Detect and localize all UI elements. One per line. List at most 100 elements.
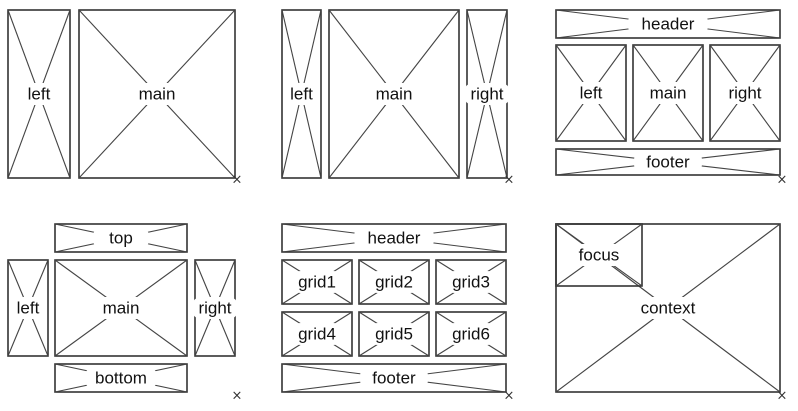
box-label: header: [354, 227, 434, 249]
label-background: [634, 151, 702, 173]
label-background: [446, 323, 496, 345]
box-outline: [328, 9, 460, 179]
label-background: [642, 82, 694, 104]
box-label: grid1: [292, 271, 342, 293]
box-outline: [555, 223, 781, 393]
label-text: left: [290, 85, 313, 104]
label-background: [10, 297, 46, 319]
box-label: main: [93, 297, 149, 319]
label-text: top: [109, 229, 133, 248]
label-text: grid2: [375, 273, 413, 292]
box-label: main: [363, 83, 425, 105]
label-text: right: [728, 84, 761, 103]
label-background: [93, 297, 149, 319]
label-text: footer: [646, 153, 690, 172]
corner-x-mark: ×: [232, 389, 243, 404]
label-background: [464, 83, 510, 105]
label-background: [446, 271, 496, 293]
label-background: [570, 82, 612, 104]
label-text: grid5: [375, 325, 413, 344]
box-label: left: [570, 82, 612, 104]
box-label: right: [192, 297, 238, 319]
box-outline: [281, 223, 507, 253]
corner-x-mark: ×: [504, 173, 515, 188]
label-text: grid4: [298, 325, 336, 344]
box-label: left: [10, 297, 46, 319]
label-text: left: [17, 299, 40, 318]
label-text: grid3: [452, 273, 490, 292]
label-text: left: [580, 84, 603, 103]
layout-panel-5: header grid1 grid2 grid3 grid4 grid5 grid6 foot…: [281, 223, 515, 404]
corner-x-mark: ×: [504, 389, 515, 404]
label-text: main: [650, 84, 687, 103]
label-background: [628, 13, 708, 35]
box-outline: [281, 363, 507, 393]
box-label: footer: [634, 151, 702, 173]
label-text: main: [376, 85, 413, 104]
label-background: [363, 83, 425, 105]
box-outline: [555, 44, 627, 142]
corner-x-mark: ×: [777, 389, 788, 404]
label-background: [126, 83, 188, 105]
box-outline: [281, 9, 322, 179]
box-label: grid4: [292, 323, 342, 345]
label-background: [722, 82, 768, 104]
box-label: grid2: [369, 271, 419, 293]
label-text: main: [103, 299, 140, 318]
label-background: [360, 367, 428, 389]
label-background: [283, 83, 320, 105]
box-outline: [555, 9, 781, 39]
box-label: right: [722, 82, 768, 104]
label-text: bottom: [95, 369, 147, 388]
box-outline: [54, 259, 188, 357]
box-label: grid3: [446, 271, 496, 293]
box-label: left: [283, 83, 320, 105]
box-outline: [7, 259, 49, 357]
label-background: [292, 323, 342, 345]
box-outline: [435, 259, 507, 305]
box-label: main: [642, 82, 694, 104]
box-label: right: [464, 83, 510, 105]
label-background: [93, 227, 149, 249]
box-label: footer: [360, 367, 428, 389]
box-outline: [358, 259, 430, 305]
box-outline: [709, 44, 781, 142]
label-text: header: [368, 229, 421, 248]
label-background: [369, 323, 419, 345]
box-outline: [54, 223, 188, 253]
box-outline: [358, 311, 430, 357]
box-label: bottom: [85, 367, 157, 389]
layout-panel-6: context focus ×: [555, 223, 788, 404]
box-label: focus: [570, 244, 628, 266]
box-outline: [54, 363, 188, 393]
box-outline: [555, 223, 643, 287]
label-background: [354, 227, 434, 249]
label-background: [369, 271, 419, 293]
label-text: grid1: [298, 273, 336, 292]
label-background: [19, 83, 59, 105]
box-label: main: [126, 83, 188, 105]
label-text: footer: [372, 369, 416, 388]
box-outline: [435, 311, 507, 357]
label-background: [629, 297, 707, 319]
corner-x-mark: ×: [232, 173, 243, 188]
label-background: [570, 244, 628, 266]
label-text: main: [139, 85, 176, 104]
box-outline: [78, 9, 236, 179]
box-label: grid6: [446, 323, 496, 345]
label-text: header: [642, 15, 695, 34]
label-background: [292, 271, 342, 293]
layout-panel-4: top left main right bottom ×: [7, 223, 243, 404]
label-text: grid6: [452, 325, 490, 344]
label-text: context: [641, 299, 696, 318]
box-outline: [281, 311, 353, 357]
label-text: right: [198, 299, 231, 318]
label-text: left: [28, 85, 51, 104]
label-text: focus: [579, 246, 620, 265]
box-label: grid5: [369, 323, 419, 345]
layout-panel-2: left main right ×: [281, 9, 515, 188]
box-outline: [7, 9, 71, 179]
box-label: top: [93, 227, 149, 249]
